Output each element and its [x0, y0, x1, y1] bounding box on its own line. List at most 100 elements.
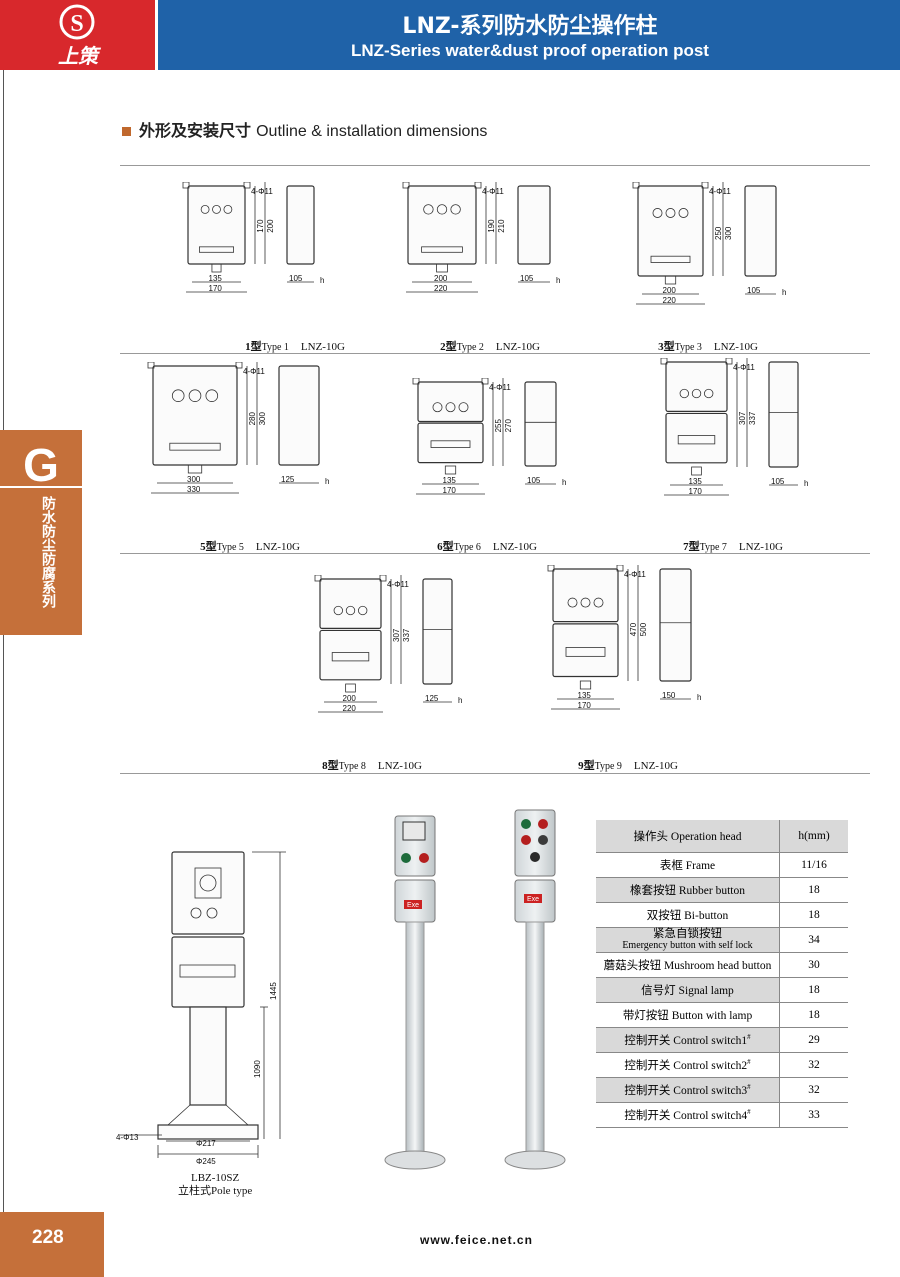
- table-cell-head: 带灯按钮 Button with lamp: [596, 1002, 780, 1028]
- row-superscript: #: [747, 1058, 751, 1067]
- type-caption-model: LNZ-10G: [377, 760, 422, 772]
- header-divider: [155, 0, 158, 70]
- type-dim-w2: 170: [578, 701, 592, 710]
- row-superscript: #: [747, 1108, 751, 1117]
- brand-logo-icon: S: [59, 4, 95, 40]
- table-row: 控制开关 Control switch2#32: [596, 1052, 848, 1078]
- header-band: [155, 0, 900, 70]
- type-caption-model: LNZ-10G: [495, 341, 540, 353]
- footer-url: www.feice.net.cn: [420, 1233, 533, 1247]
- type-dim-h2: 300: [258, 412, 267, 426]
- type-dim-w2: 170: [209, 284, 223, 293]
- table-cell-head: 控制开关 Control switch2#: [596, 1052, 780, 1078]
- type-dim-depth: 105: [520, 274, 534, 283]
- divider-4: [120, 773, 870, 774]
- type-dim-h2: 200: [266, 219, 275, 233]
- type-dim-w1: 200: [663, 286, 677, 295]
- table-cell-head: 橡套按钮 Rubber button: [596, 877, 780, 903]
- section-heading: 外形及安装尺寸 Outline & installation dimension…: [122, 117, 487, 141]
- type-caption-cn: 1型: [245, 341, 262, 353]
- type-caption-en: Type 6: [453, 542, 481, 553]
- table-cell-h: 33: [779, 1102, 848, 1128]
- type-caption-cn: 9型: [578, 760, 595, 772]
- table-row: 控制开关 Control switch4#33: [596, 1102, 848, 1128]
- page-number-box: 228: [0, 1212, 104, 1277]
- row-label-en: Frame: [685, 860, 716, 872]
- divider-1: [120, 165, 870, 166]
- type-dim-w1: 200: [434, 274, 448, 283]
- pole-type-drawing: 1445 1090 4-Φ13 Φ217 Φ245: [116, 851, 286, 1166]
- type-dim-depth: 125: [281, 475, 295, 484]
- row-label-cn: 紧急自锁按钮: [653, 928, 722, 940]
- type-dim-h1: 280: [248, 412, 257, 426]
- type-caption-cn: 3型: [658, 341, 675, 353]
- type-dim-w2: 170: [443, 486, 457, 495]
- table-cell-head: 信号灯 Signal lamp: [596, 977, 780, 1003]
- table-cell-head: 控制开关 Control switch3#: [596, 1077, 780, 1103]
- type-caption-cn: 2型: [440, 341, 457, 353]
- row-label-en: Mushroom head button: [664, 960, 772, 972]
- type-dim-hole: 4-Φ11: [624, 570, 646, 579]
- pole-caption-type: 立柱式Pole type: [178, 1185, 253, 1197]
- pole-dim-d1: Φ217: [196, 1139, 216, 1148]
- type-dim-h2: 270: [504, 419, 513, 433]
- type-dim-hole: 4-Φ11: [489, 383, 511, 392]
- type-dim-h: h: [782, 288, 786, 297]
- type-dim-w2: 220: [663, 296, 677, 305]
- type-caption-en: Type 3: [674, 342, 702, 353]
- type-dim-hole: 4-Φ11: [251, 187, 273, 196]
- row-label-en: Signal lamp: [678, 985, 734, 997]
- table-cell-h: 18: [779, 977, 848, 1003]
- row-label-cn: 信号灯: [641, 985, 676, 997]
- row-label-cn: 带灯按钮: [622, 1010, 669, 1022]
- type-dim-depth: 105: [289, 274, 303, 283]
- pole-dim-pole: 1090: [253, 1060, 262, 1078]
- divider-2: [120, 353, 870, 354]
- type-dim-w2: 220: [343, 704, 357, 713]
- type-dim-h2: 337: [402, 628, 411, 642]
- exe-label-2: Exe: [527, 896, 539, 903]
- type-caption-en: Type 5: [216, 542, 244, 553]
- type-caption-cn: 6型: [437, 541, 454, 553]
- type-dim-w2: 220: [434, 284, 448, 293]
- row-superscript: #: [747, 1033, 751, 1042]
- type-caption-cn: 5型: [200, 541, 217, 553]
- page-title-en: LNZ-Series water&dust proof operation po…: [351, 41, 709, 60]
- table-cell-h: 18: [779, 902, 848, 928]
- row-label-en: Rubber button: [678, 885, 745, 897]
- type-caption-model: LNZ-10G: [255, 541, 300, 553]
- type-dim-hole: 4-Φ11: [733, 363, 755, 372]
- type-dim-depth: 125: [425, 694, 439, 703]
- side-tab-text: 防水防尘防腐系列: [40, 496, 56, 608]
- row-label-en: Control switch4: [673, 1110, 748, 1122]
- table-cell-h: 32: [779, 1077, 848, 1103]
- table-row: 控制开关 Control switch1#29: [596, 1027, 848, 1053]
- type-dim-h1: 307: [738, 411, 747, 425]
- product-photo-2: Exe: [504, 809, 566, 1170]
- pole-dim-d2: Φ245: [196, 1157, 216, 1166]
- type-dim-w1: 200: [343, 694, 357, 703]
- row-superscript: #: [747, 1083, 751, 1092]
- row-label-en: Control switch1: [673, 1035, 748, 1047]
- table-cell-h: 18: [779, 877, 848, 903]
- section-heading-en: Outline & installation dimensions: [256, 123, 488, 140]
- type-caption: 5型Type 5 LNZ-10G: [175, 538, 325, 554]
- type-caption-en: Type 9: [594, 761, 622, 772]
- row-label-cn: 控制开关: [624, 1035, 671, 1047]
